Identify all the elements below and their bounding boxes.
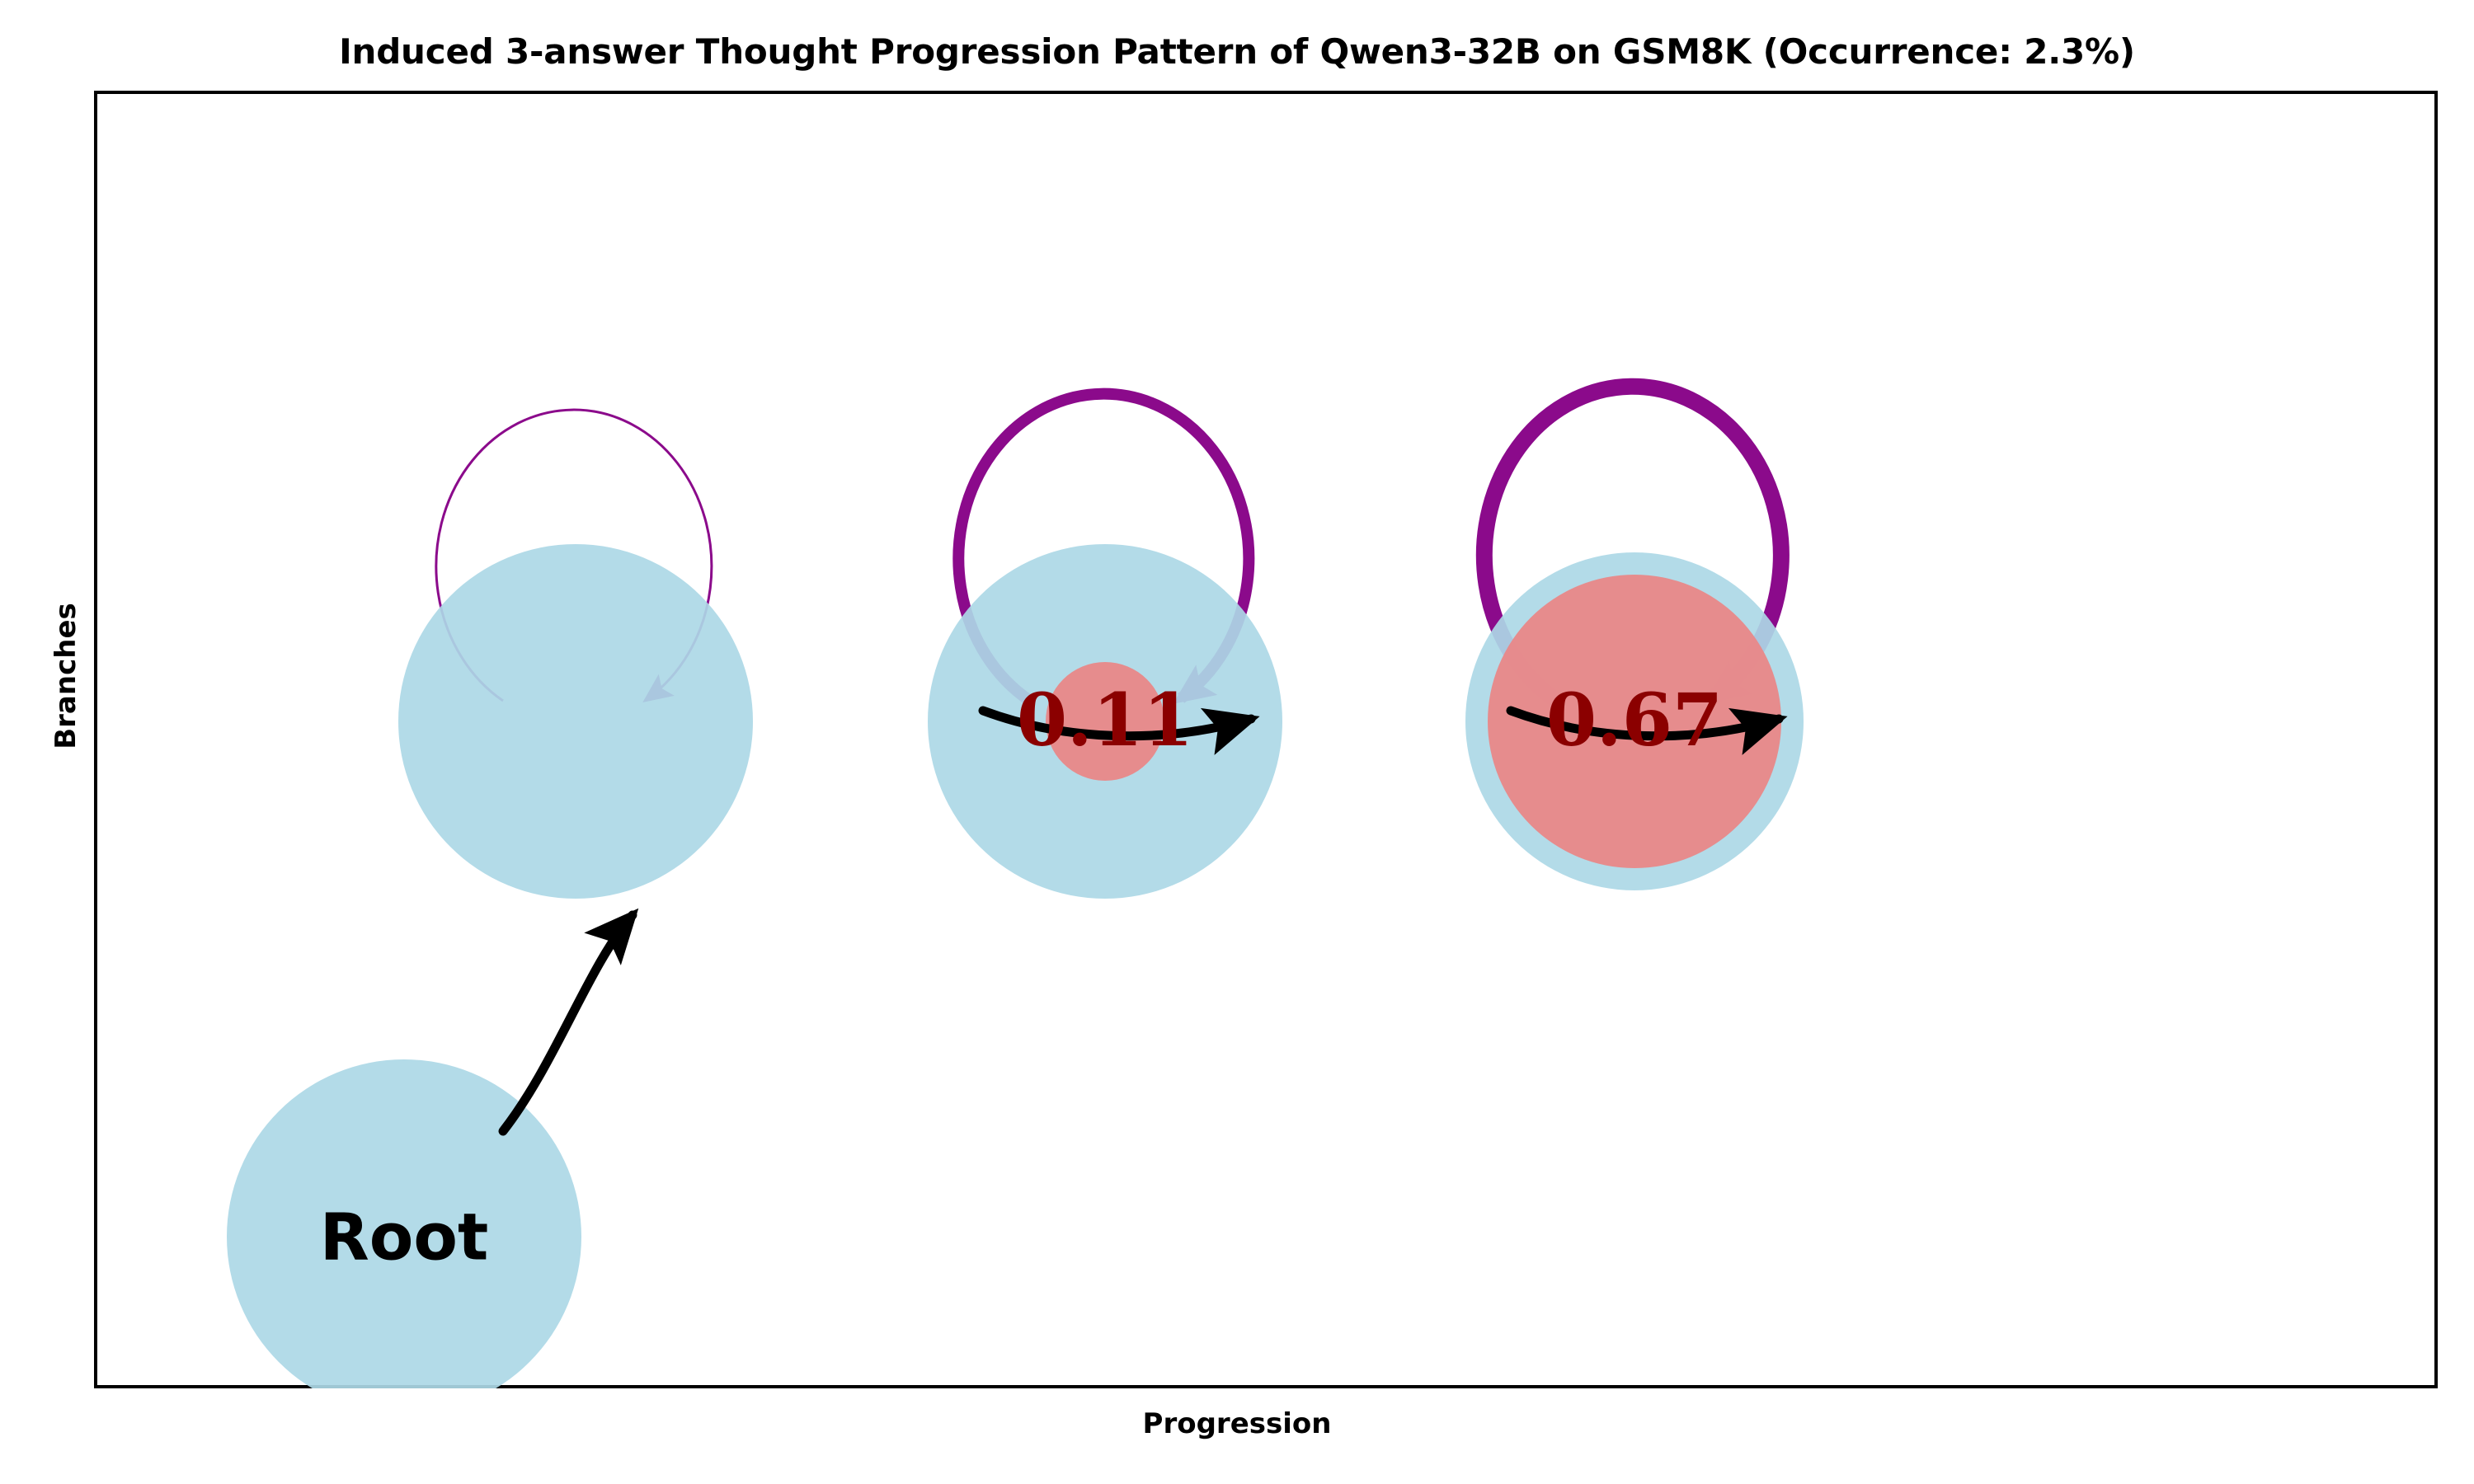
edge-node-2-to-node-3: [1506, 706, 1788, 755]
graph-node-2[interactable]: [928, 544, 1282, 899]
self-loop-node-3: [1475, 378, 1790, 708]
self-loop-group: [435, 378, 1790, 708]
node-3-inner-circle: [1488, 575, 1781, 868]
edge-group: [498, 706, 1788, 1136]
node-3-value-label: 0.67: [1546, 677, 1723, 763]
page-title: Induced 3-answer Thought Progression Pat…: [339, 31, 2135, 72]
self-loop-node-2: [952, 387, 1255, 706]
node-root-label: Root: [320, 1200, 489, 1275]
node-root-outer-circle: [227, 1059, 581, 1388]
graph-canvas: Root 0.11 0.67: [227, 378, 1804, 1388]
self-loop-node-1: [435, 408, 713, 702]
edge-root-to-node-1: [498, 908, 639, 1136]
node-1-outer-circle: [398, 544, 753, 899]
node-2-inner-circle: [1046, 662, 1164, 781]
edge-node-1-to-node-2: [978, 706, 1260, 755]
graph-node-1[interactable]: [398, 544, 753, 899]
y-axis-label: Branches: [49, 603, 82, 749]
x-axis-label: Progression: [1142, 1407, 1332, 1440]
graph-node-root[interactable]: [227, 1059, 581, 1388]
graph-node-3[interactable]: [1465, 552, 1804, 890]
node-2-value-label: 0.11: [1017, 677, 1193, 763]
